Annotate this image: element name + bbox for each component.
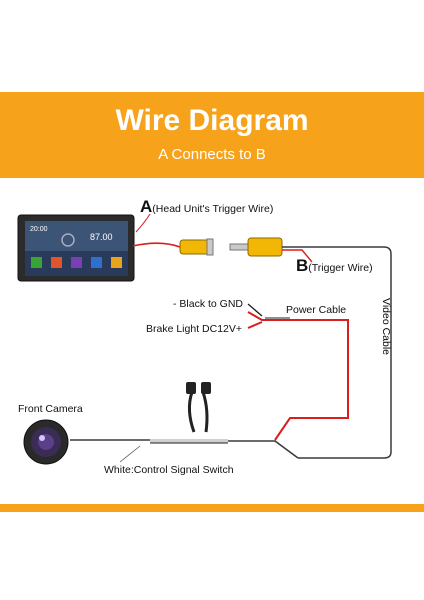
b-trigger-wire	[282, 249, 313, 263]
rca-female-connector	[179, 238, 214, 256]
front-camera	[23, 419, 69, 465]
head-unit-trigger-wire	[132, 242, 181, 248]
label-a-text: (Head Unit's Trigger Wire)	[152, 203, 274, 215]
title-banner	[0, 92, 424, 174]
label-control-switch: White:Control Signal Switch	[104, 464, 234, 476]
power-cable-red	[247, 311, 349, 441]
label-power-cable: Power Cable	[286, 304, 347, 316]
label-b-text: (Trigger Wire)	[308, 262, 373, 274]
label-a: A(Head Unit's Trigger Wire)	[140, 197, 273, 217]
control-switch-pointer	[119, 445, 141, 463]
brake-light-wire	[247, 321, 263, 329]
head-unit-clock: 20:00	[30, 226, 48, 233]
label-video-cable: Video Cable	[380, 298, 392, 356]
control-signal-connector	[150, 382, 228, 444]
video-cable	[282, 246, 392, 459]
diagram-title: Wire Diagram	[115, 104, 309, 137]
head-unit-temp: 87.00	[90, 232, 113, 242]
label-b-letter: B	[296, 256, 309, 275]
label-b: B(Trigger Wire)	[296, 256, 373, 276]
label-front-camera: Front Camera	[18, 403, 83, 415]
label-black-gnd: - Black to GND	[173, 298, 244, 310]
a-pointer-line	[135, 213, 151, 233]
diagram-subtitle: A Connects to B	[158, 146, 266, 163]
black-gnd-wire	[247, 303, 263, 317]
head-unit	[17, 214, 135, 282]
label-a-letter: A	[140, 197, 153, 216]
label-brake-light: Brake Light DC12V+	[146, 323, 243, 335]
rca-male-connector	[229, 237, 283, 257]
